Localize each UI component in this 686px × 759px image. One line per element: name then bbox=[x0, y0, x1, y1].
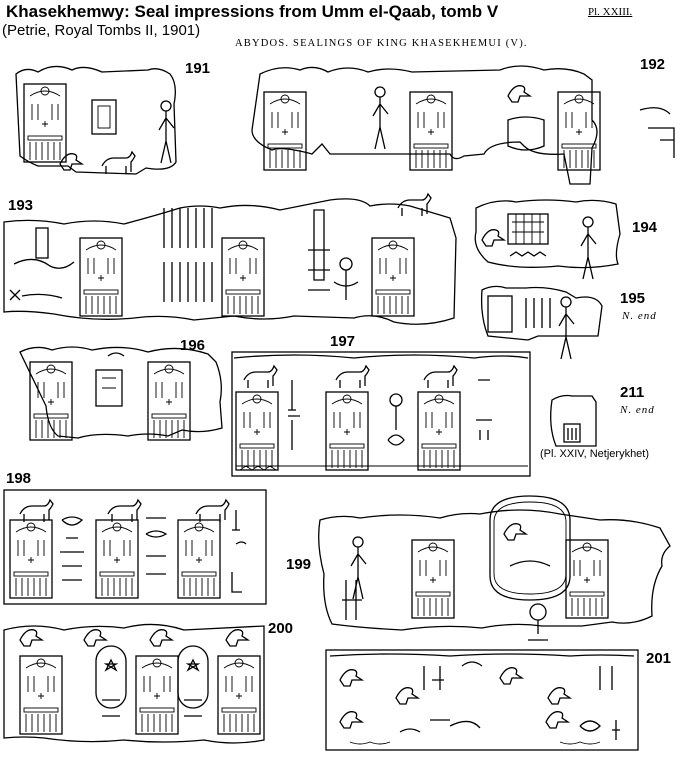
seal-note-195: N. end bbox=[622, 310, 657, 322]
seal-number-199: 199 bbox=[286, 556, 312, 573]
seal-number-194: 194 bbox=[632, 219, 658, 236]
plate-label: Pl. XXIII. bbox=[588, 6, 633, 18]
page-subtitle: (Petrie, Royal Tombs II, 1901) bbox=[2, 22, 201, 39]
seal-191 bbox=[15, 65, 177, 175]
seal-number-191: 191 bbox=[185, 60, 211, 77]
seal-193 bbox=[3, 193, 457, 325]
seal-number-200: 200 bbox=[268, 620, 294, 637]
seal-caption-211: (Pl. XXIV, Netjerykhet) bbox=[540, 448, 650, 460]
seal-number-201: 201 bbox=[646, 650, 672, 667]
seal-211 bbox=[550, 394, 597, 447]
seal-number-192: 192 bbox=[640, 56, 666, 73]
page-title: Khasekhemwy: Seal impressions from Umm e… bbox=[6, 2, 499, 21]
seal-number-193: 193 bbox=[8, 197, 34, 214]
seal-195 bbox=[480, 285, 603, 360]
seal-200 bbox=[3, 623, 265, 744]
seal-201 bbox=[325, 649, 639, 751]
seal-199 bbox=[318, 495, 671, 641]
seal-number-195: 195 bbox=[620, 290, 646, 307]
seal-198 bbox=[3, 489, 267, 605]
seal-note-211: N. end bbox=[620, 404, 655, 416]
seal-196 bbox=[19, 346, 223, 441]
seal-192 bbox=[251, 65, 675, 185]
seal-197 bbox=[231, 351, 531, 477]
seal-number-198: 198 bbox=[6, 470, 32, 487]
plate-heading: ABYDOS. SEALINGS OF KING KHASEKHEMUI (V)… bbox=[235, 38, 528, 49]
seal-194 bbox=[474, 199, 621, 280]
seal-number-211: 211 bbox=[620, 384, 645, 401]
seal-number-197: 197 bbox=[330, 333, 356, 350]
